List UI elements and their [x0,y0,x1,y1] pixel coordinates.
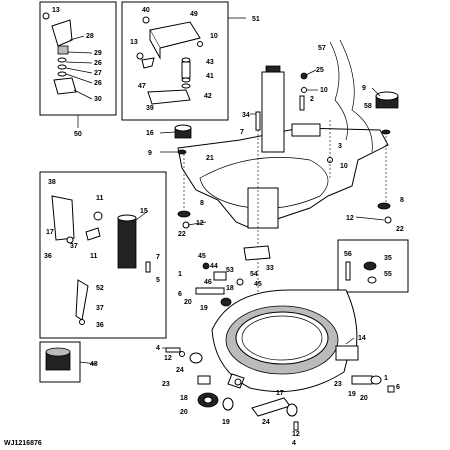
callout-20c: 20 [360,395,368,402]
callout-39: 39 [146,105,154,112]
callout-20: 20 [184,299,192,306]
callout-19b: 19 [222,419,230,426]
callout-20b: 20 [180,409,188,416]
callout-52: 52 [96,285,104,292]
callout-22: 22 [396,226,404,233]
lower-right-hardware: 23 19 20 1 6 17 24 12 4 [251,375,400,447]
callout-11b: 11 [90,253,98,260]
callout-28: 28 [86,33,94,40]
callout-58: 58 [364,103,372,110]
callout-37: 37 [70,243,78,250]
callout-6b: 6 [396,384,400,391]
callout-1: 1 [178,271,182,278]
callout-12: 12 [346,215,354,222]
callout-9: 9 [362,85,366,92]
callout-11: 11 [96,195,104,202]
callout-2: 2 [310,96,314,103]
upper-right-hardware: 25 10 2 57 58 9 3 10 8 12 22 [299,39,404,233]
callout-38: 38 [48,179,56,186]
callout-37b: 37 [96,305,104,312]
callout-46: 46 [204,279,212,286]
callout-36b: 36 [96,322,104,329]
callout-17: 17 [46,229,54,236]
callout-45: 45 [198,253,206,260]
inset-box-50: 50 13 28 29 26 27 26 30 [39,1,117,138]
callout-4: 4 [156,345,160,352]
inset-box-right: 56 35 55 [337,239,409,293]
callout-34: 34 [242,112,250,119]
upper-left-hardware: 34 7 16 9 8 12 22 [146,111,261,238]
callout-12c: 12 [164,355,172,362]
callout-21: 21 [206,155,214,162]
callout-45b: 45 [254,281,262,288]
callout-1b: 1 [384,375,388,382]
callout-18: 18 [226,285,234,292]
callout-49: 49 [190,11,198,18]
callout-24: 24 [176,367,184,374]
callout-40: 40 [142,7,150,14]
callout-12d: 12 [292,431,300,438]
callout-29: 29 [94,50,102,57]
callout-24b: 24 [262,419,270,426]
callout-35: 35 [384,255,392,262]
callout-6: 6 [178,291,182,298]
callout-23c: 23 [334,381,342,388]
callout-48: 48 [90,361,98,368]
callout-27: 27 [94,70,102,77]
callout-18b: 18 [180,395,188,402]
callout-19c: 19 [348,391,356,398]
callout-15: 15 [140,208,148,215]
inset-box-48: 48 [39,341,98,383]
callout-42: 42 [204,93,212,100]
callout-12b: 12 [196,220,204,227]
callout-41: 41 [206,73,214,80]
callout-7: 7 [240,129,244,136]
callout-51: 51 [252,16,260,23]
callout-53: 53 [226,267,234,274]
callout-8b: 8 [200,200,204,207]
inset-box-left: 38 11 15 17 36 37 11 7 5 52 37 36 [39,171,167,339]
callout-43: 43 [206,59,214,66]
swing-ring: 14 [211,289,366,393]
callout-4b: 4 [292,440,296,447]
lower-left-hardware: 4 12 24 23 18 20 19 [156,345,245,426]
callout-19: 19 [200,305,208,312]
callout-10c: 10 [340,163,348,170]
callout-17b: 17 [276,390,284,397]
callout-44: 44 [210,263,218,270]
callout-47: 47 [138,83,146,90]
callout-14: 14 [358,335,366,342]
callout-26b: 26 [94,80,102,87]
callout-26: 26 [94,60,102,67]
callout-9b: 9 [148,150,152,157]
callout-3: 3 [338,143,342,150]
callout-23b: 23 [162,381,170,388]
callout-33: 33 [266,265,274,272]
callout-13b: 13 [130,39,138,46]
callout-30: 30 [94,96,102,103]
callout-36: 36 [44,253,52,260]
callout-8: 8 [400,197,404,204]
callout-54: 54 [250,271,258,278]
callout-7b: 7 [156,254,160,261]
upper-frame: 21 [177,65,389,229]
inset-box-51: 51 40 49 10 13 43 41 47 42 39 [121,1,260,121]
leader-lines [79,69,385,365]
callout-57: 57 [318,45,326,52]
callout-55: 55 [384,271,392,278]
callout-5: 5 [156,277,160,284]
callout-25: 25 [316,67,324,74]
callout-50: 50 [74,131,82,138]
callout-10: 10 [210,33,218,40]
figure-id: WJ1216876 [4,440,42,447]
callout-22b: 22 [178,231,186,238]
callout-16: 16 [146,130,154,137]
callout-13: 13 [52,7,60,14]
mid-hardware: 33 45 44 53 54 45 46 18 1 6 20 19 23 [178,245,274,320]
callout-56: 56 [344,251,352,258]
callout-10b: 10 [320,87,328,94]
